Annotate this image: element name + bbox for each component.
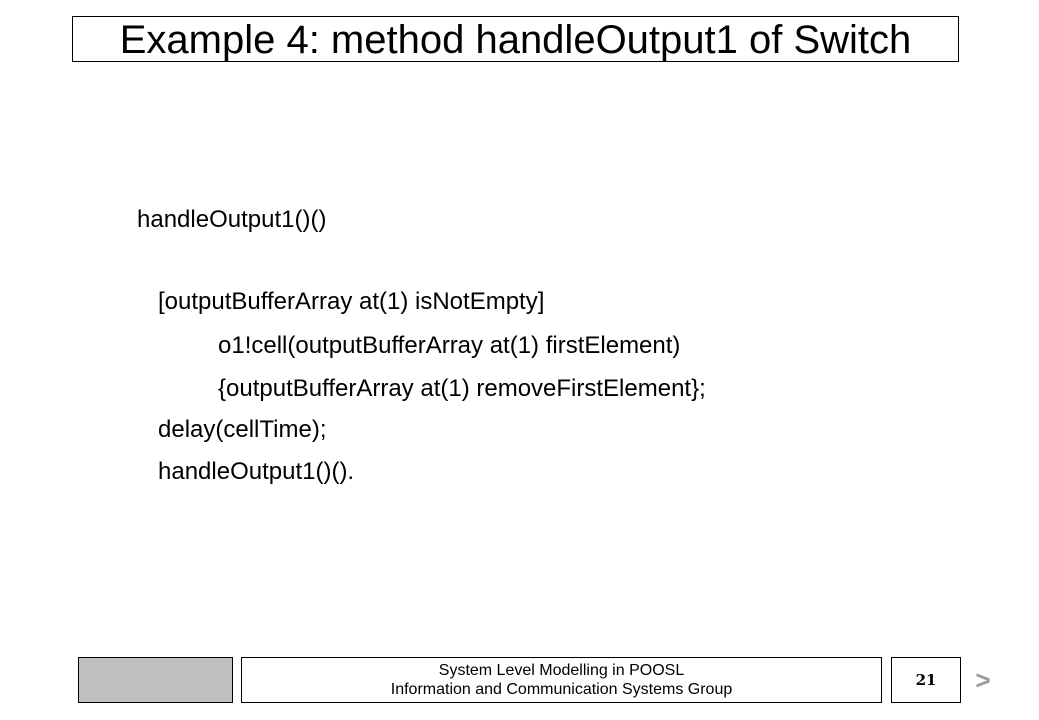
next-slide-symbol: > bbox=[975, 664, 991, 695]
code-line-method-header: handleOutput1()() bbox=[137, 206, 327, 233]
page-number: 21 bbox=[915, 671, 937, 689]
code-line-send: o1!cell(outputBufferArray at(1) firstEle… bbox=[218, 332, 681, 359]
code-line-delay: delay(cellTime); bbox=[158, 416, 327, 443]
code-line-recursion: handleOutput1()(). bbox=[158, 458, 355, 485]
footer-group-name: Information and Communication Systems Gr… bbox=[390, 681, 733, 698]
title-box: Example 4: method handleOutput1 of Switc… bbox=[72, 16, 959, 62]
page-number-box: 21 bbox=[891, 657, 961, 703]
code-line-remove: {outputBufferArray at(1) removeFirstElem… bbox=[218, 375, 706, 402]
slide-title: Example 4: method handleOutput1 of Switc… bbox=[119, 18, 912, 62]
footer-course-title: System Level Modelling in POOSL bbox=[438, 662, 685, 679]
next-slide-icon[interactable]: > bbox=[973, 664, 993, 695]
footer-grey-box bbox=[78, 657, 233, 703]
footer-info-box: System Level Modelling in POOSL Informat… bbox=[241, 657, 882, 703]
code-line-guard: [outputBufferArray at(1) isNotEmpty] bbox=[158, 288, 545, 315]
